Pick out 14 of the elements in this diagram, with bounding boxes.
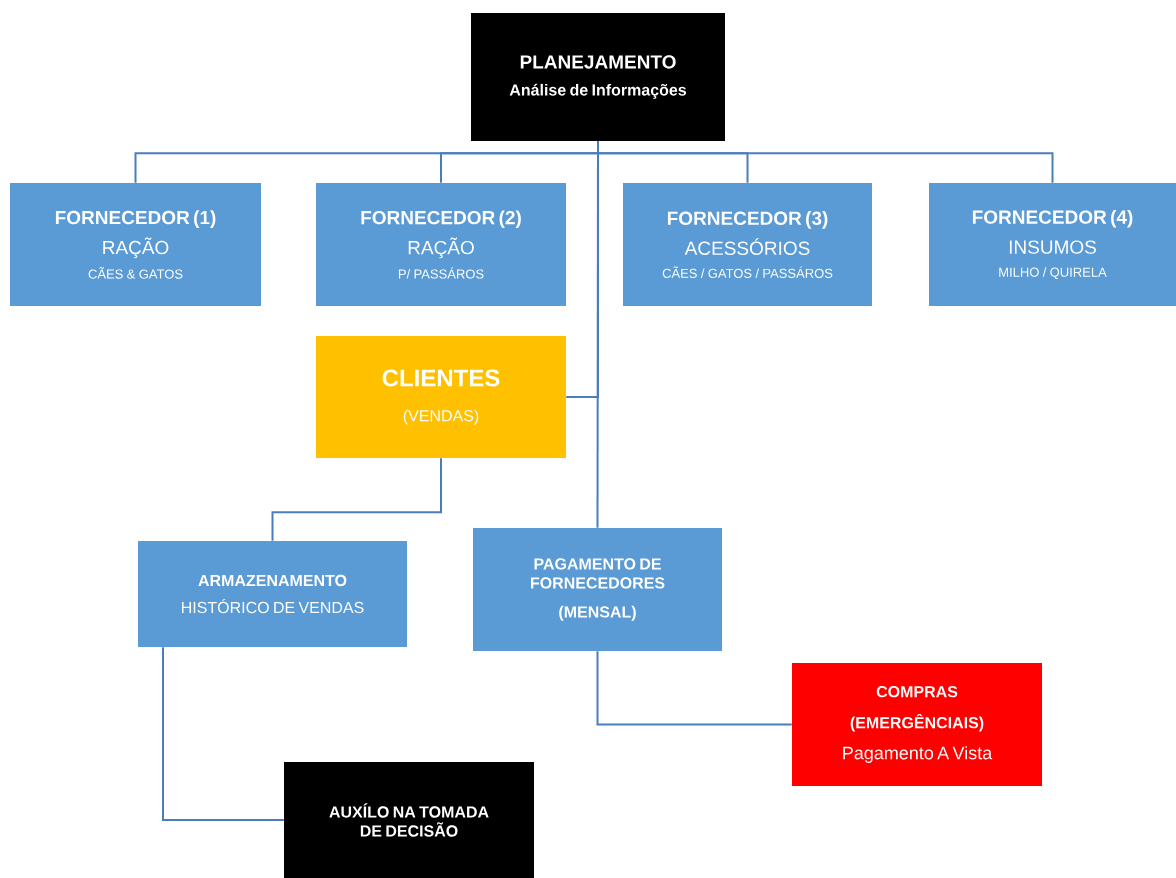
process-box: FORNECEDOR (4) INSUMOS MILHO / QUIRELA [929,183,1176,306]
process-box: CLIENTES (VENDAS) [316,336,566,458]
process-box: ARMAZENAMENTO HISTÓRICO DE VENDAS [138,541,407,647]
process-box: PLANEJAMENTO Análise de Informações [471,13,725,141]
process-box: PAGAMENTO DE FORNECEDORES (MENSAL) [473,528,722,651]
connector-line [596,140,599,529]
process-box: FORNECEDOR (1) RAÇÃO CÃES & GATOS [10,183,261,306]
process-box: FORNECEDOR (2) RAÇÃO P/ PASSÁROS [316,183,566,306]
connector-line [162,646,285,821]
process-box: AUXÍLO NA TOMADA DE DECISÃO [284,762,534,878]
process-box: COMPRAS (EMERGÊNCIAIS) Pagamento A Vista [792,663,1042,786]
connector-line [596,650,793,726]
connector-line [271,457,442,542]
process-box: FORNECEDOR (3) ACESSÓRIOS CÃES / GATOS / PASSÁROS [623,183,872,306]
